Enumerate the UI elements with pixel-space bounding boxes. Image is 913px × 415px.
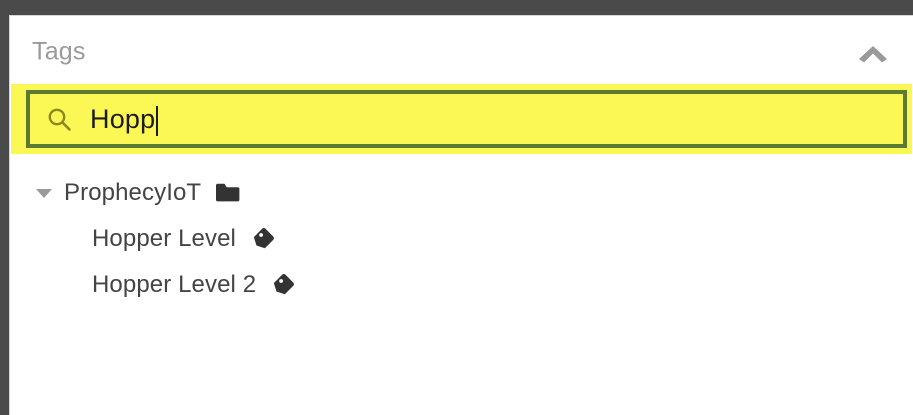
- tag-icon: [250, 226, 276, 252]
- tree-node-hopper-level-2[interactable]: Hopper Level 2: [10, 262, 913, 308]
- panel-header: Tags: [10, 16, 913, 84]
- tree-node-prophecyiot[interactable]: ProphecyIoT: [10, 170, 913, 216]
- tree-node-label: Hopper Level: [92, 225, 236, 252]
- folder-icon: [215, 180, 241, 206]
- tags-panel: Tags Hopp: [9, 15, 913, 415]
- tag-icon: [270, 272, 296, 298]
- text-caret: [156, 106, 159, 136]
- tree-node-label: Hopper Level 2: [92, 271, 257, 298]
- tree-node-hopper-level[interactable]: Hopper Level: [10, 216, 913, 262]
- chevron-up-icon: [856, 41, 890, 63]
- search-icon: [46, 106, 72, 132]
- page-title: Tags: [32, 37, 86, 66]
- search-input[interactable]: Hopp: [26, 90, 907, 148]
- triangle-down-icon[interactable]: [34, 183, 54, 203]
- search-focus-ring: Hopp: [11, 84, 912, 154]
- search-input-value: Hopp: [90, 103, 156, 134]
- collapse-panel-button[interactable]: [851, 35, 895, 69]
- tag-tree: ProphecyIoT Hopper Level: [10, 156, 913, 308]
- tree-node-label: ProphecyIoT: [64, 179, 202, 206]
- search-row: Hopp: [10, 84, 913, 156]
